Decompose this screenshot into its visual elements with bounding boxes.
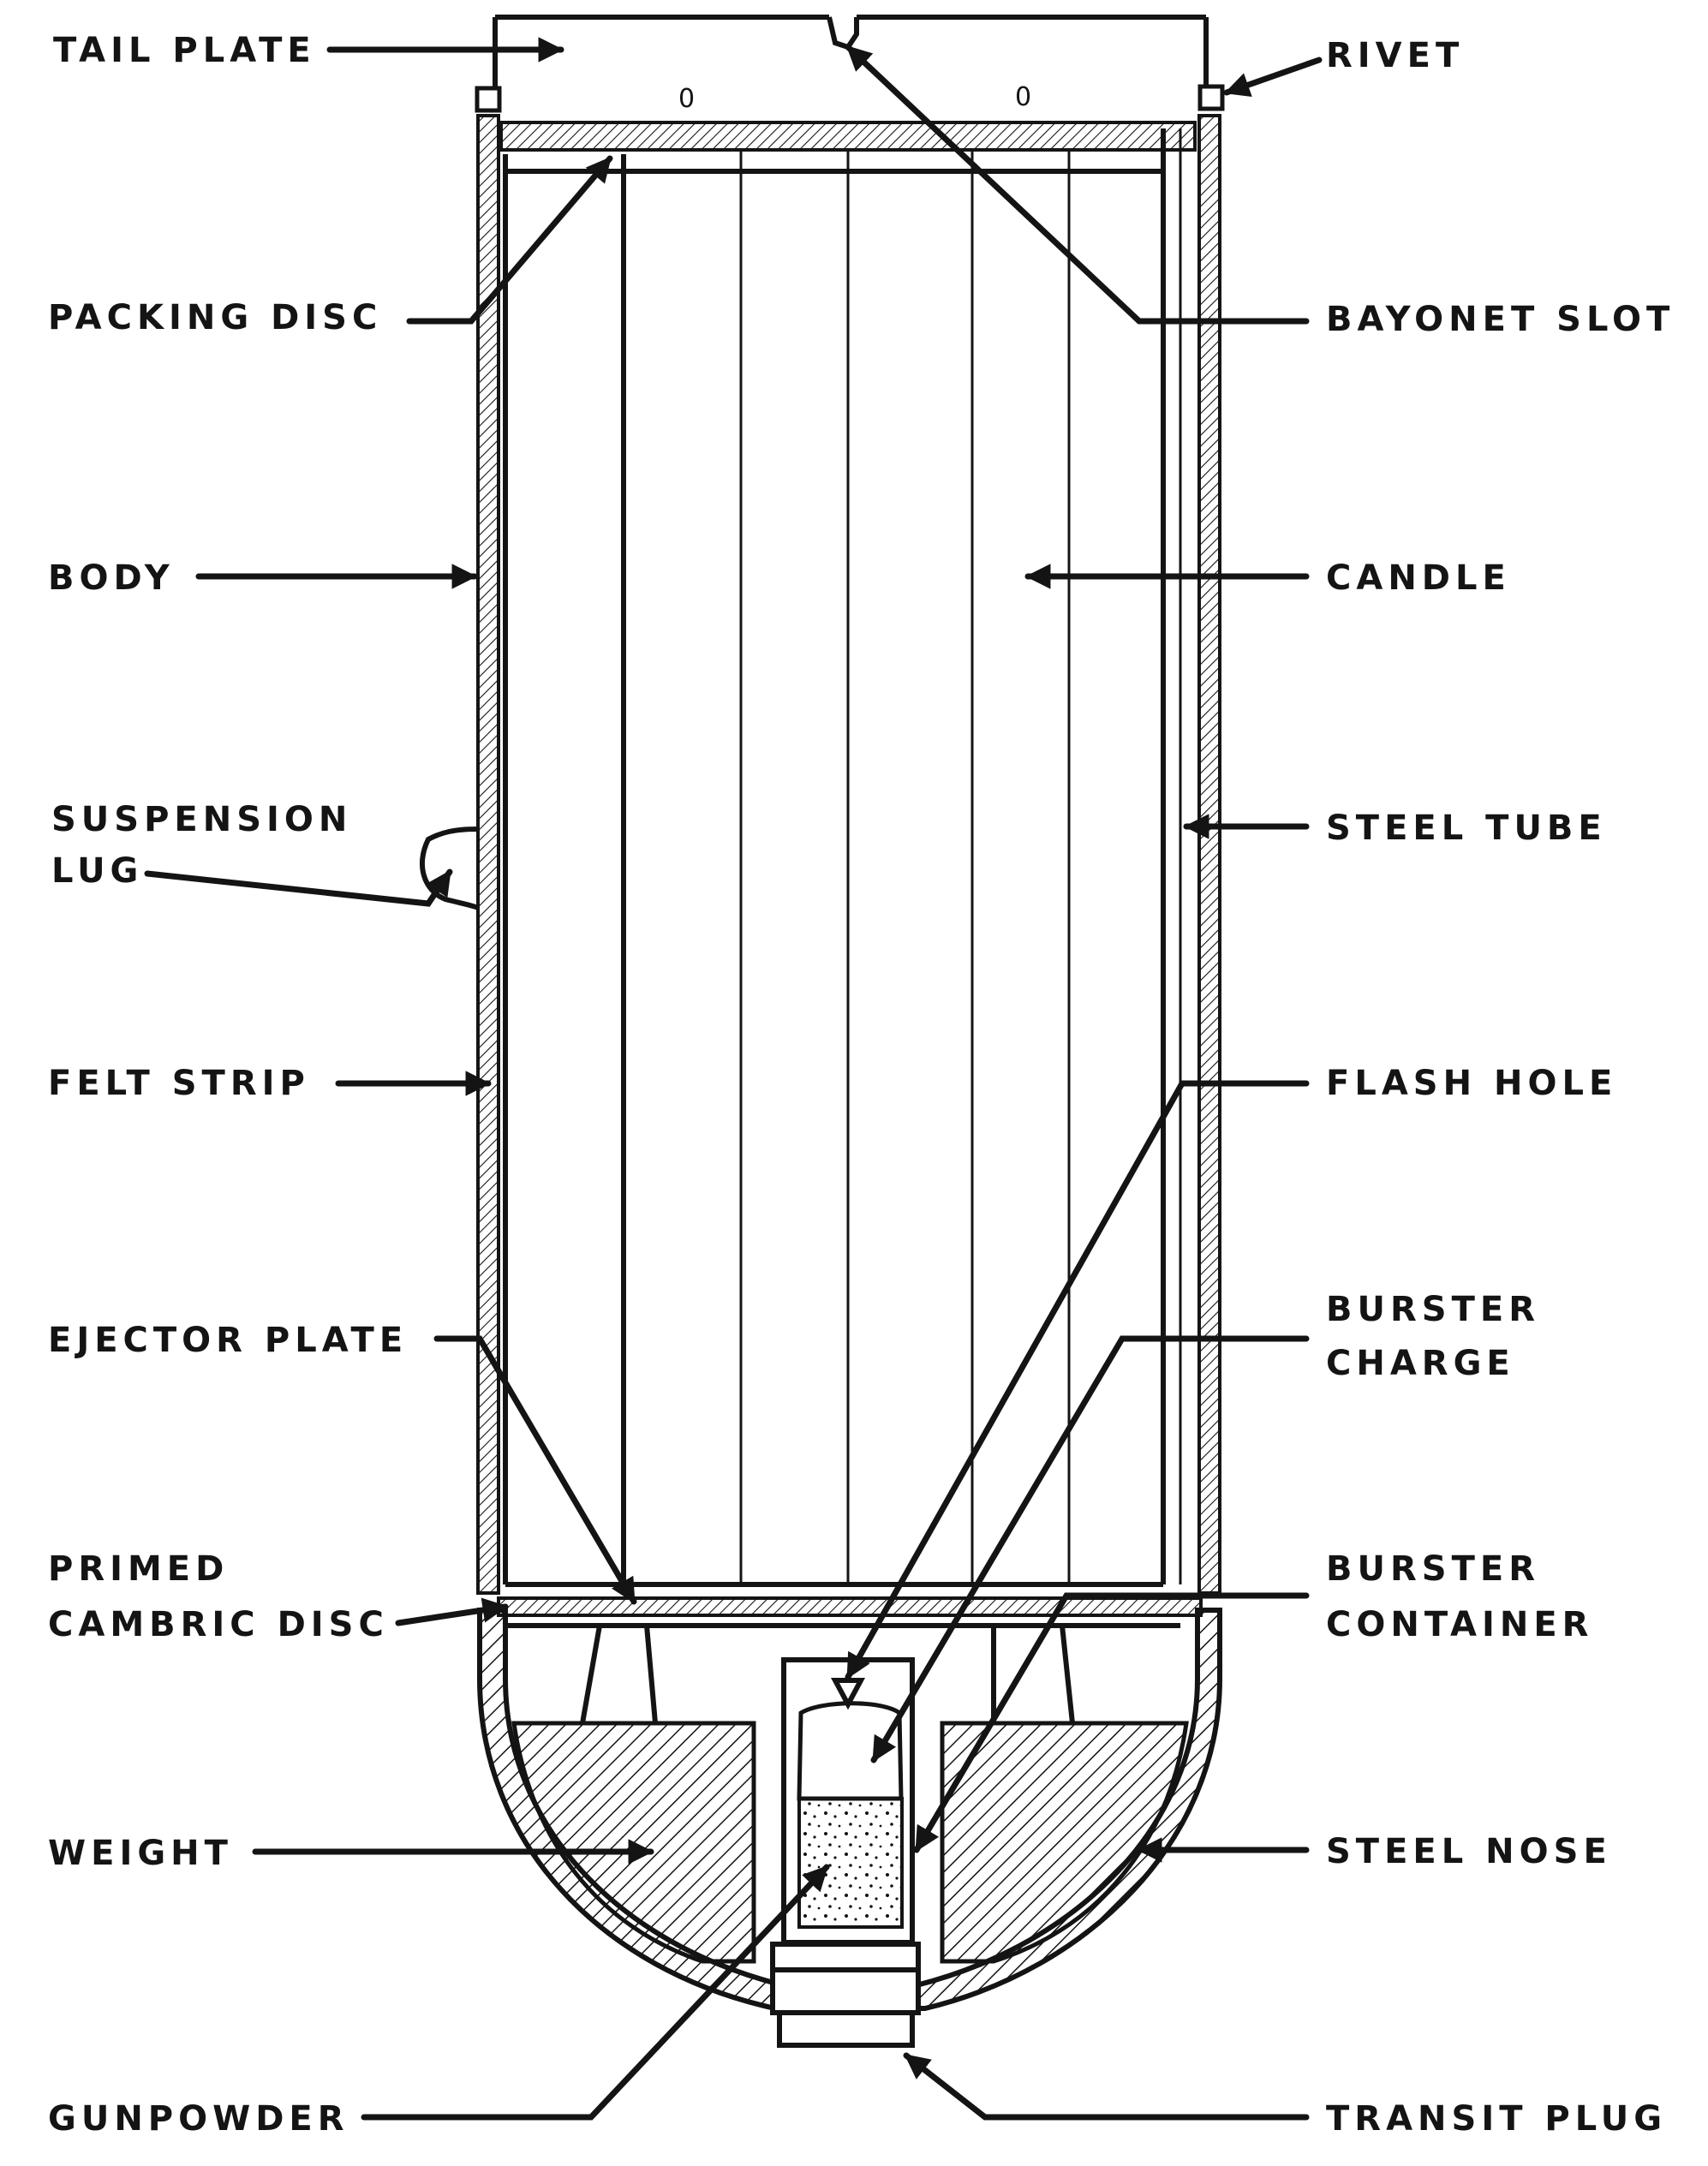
leader-bayonet-slot <box>845 44 1310 325</box>
transit-plug <box>770 1942 921 2015</box>
label-burster-container-line1: BURSTER <box>1326 1549 1540 1589</box>
label-burster-container-line2: CONTAINER <box>1326 1605 1593 1644</box>
leader-transit-plug <box>903 2052 1310 2121</box>
primed-cambric-disc <box>497 1596 1203 1617</box>
label-candle: CANDLE <box>1326 558 1511 598</box>
label-gunpowder: GUNPOWDER <box>48 2099 349 2139</box>
tail-plate <box>493 15 1209 94</box>
label-suspension-lug-line1: SUSPENSION <box>51 800 352 839</box>
leader-primed-cambric-disc <box>395 1597 509 1626</box>
candle-stack <box>505 150 1163 1587</box>
leader-suspension-lug <box>144 868 453 907</box>
label-rivet: RIVET <box>1326 36 1464 75</box>
ejector-plate <box>507 1623 1180 1724</box>
burster-charge-tie <box>830 1678 866 1710</box>
label-tail-plate: TAIL PLATE <box>53 31 316 70</box>
label-primed-cambric-disc-line2: CAMBRIC DISC <box>48 1605 389 1644</box>
label-ejector-plate: EJECTOR PLATE <box>48 1321 408 1360</box>
label-burster-charge-line2: CHARGE <box>1326 1344 1515 1383</box>
label-primed-cambric-disc-line1: PRIMED <box>48 1549 229 1589</box>
label-transit-plug: TRANSIT PLUG <box>1326 2099 1667 2139</box>
leader-burster-container <box>913 1592 1310 1853</box>
label-steel-tube: STEEL TUBE <box>1326 809 1607 848</box>
tail-mark-right: 0 <box>1015 82 1031 112</box>
packing-disc <box>499 121 1197 152</box>
suspension-lug <box>419 826 480 910</box>
leader-rivet <box>1223 57 1323 98</box>
flare-body-drawing: 0 0 <box>419 15 1225 2048</box>
label-burster-charge-line1: BURSTER <box>1326 1290 1540 1329</box>
rivet-left <box>475 86 502 113</box>
tail-mark-left: 0 <box>678 84 695 114</box>
body-wall-right <box>1197 114 1221 1595</box>
label-felt-strip: FELT STRIP <box>48 1064 310 1103</box>
rivet-right <box>1197 84 1225 111</box>
label-suspension-lug-line2: LUG <box>51 851 143 891</box>
label-weight: WEIGHT <box>48 1834 233 1873</box>
leader-flash-hole <box>845 1080 1310 1680</box>
label-flash-hole: FLASH HOLE <box>1326 1064 1617 1103</box>
bayonet-slot <box>827 16 859 51</box>
gunpowder <box>797 1797 904 1929</box>
label-steel-nose: STEEL NOSE <box>1326 1832 1612 1871</box>
leader-lines <box>144 37 1323 2121</box>
leader-gunpowder <box>361 1864 830 2121</box>
label-packing-disc: PACKING DISC <box>48 298 382 337</box>
burster-charge <box>797 1701 904 1801</box>
label-bayonet-slot: BAYONET SLOT <box>1326 300 1675 339</box>
leader-burster-charge <box>870 1335 1310 1763</box>
transit-plug-cap <box>777 2010 915 2048</box>
labels: TAIL PLATE RIVET PACKING DISC BAYONET SL… <box>48 31 1675 2139</box>
weight-right <box>940 1721 1189 1964</box>
label-body: BODY <box>48 558 175 598</box>
leader-ejector-plate <box>433 1335 637 1605</box>
leader-packing-disc <box>406 155 613 325</box>
